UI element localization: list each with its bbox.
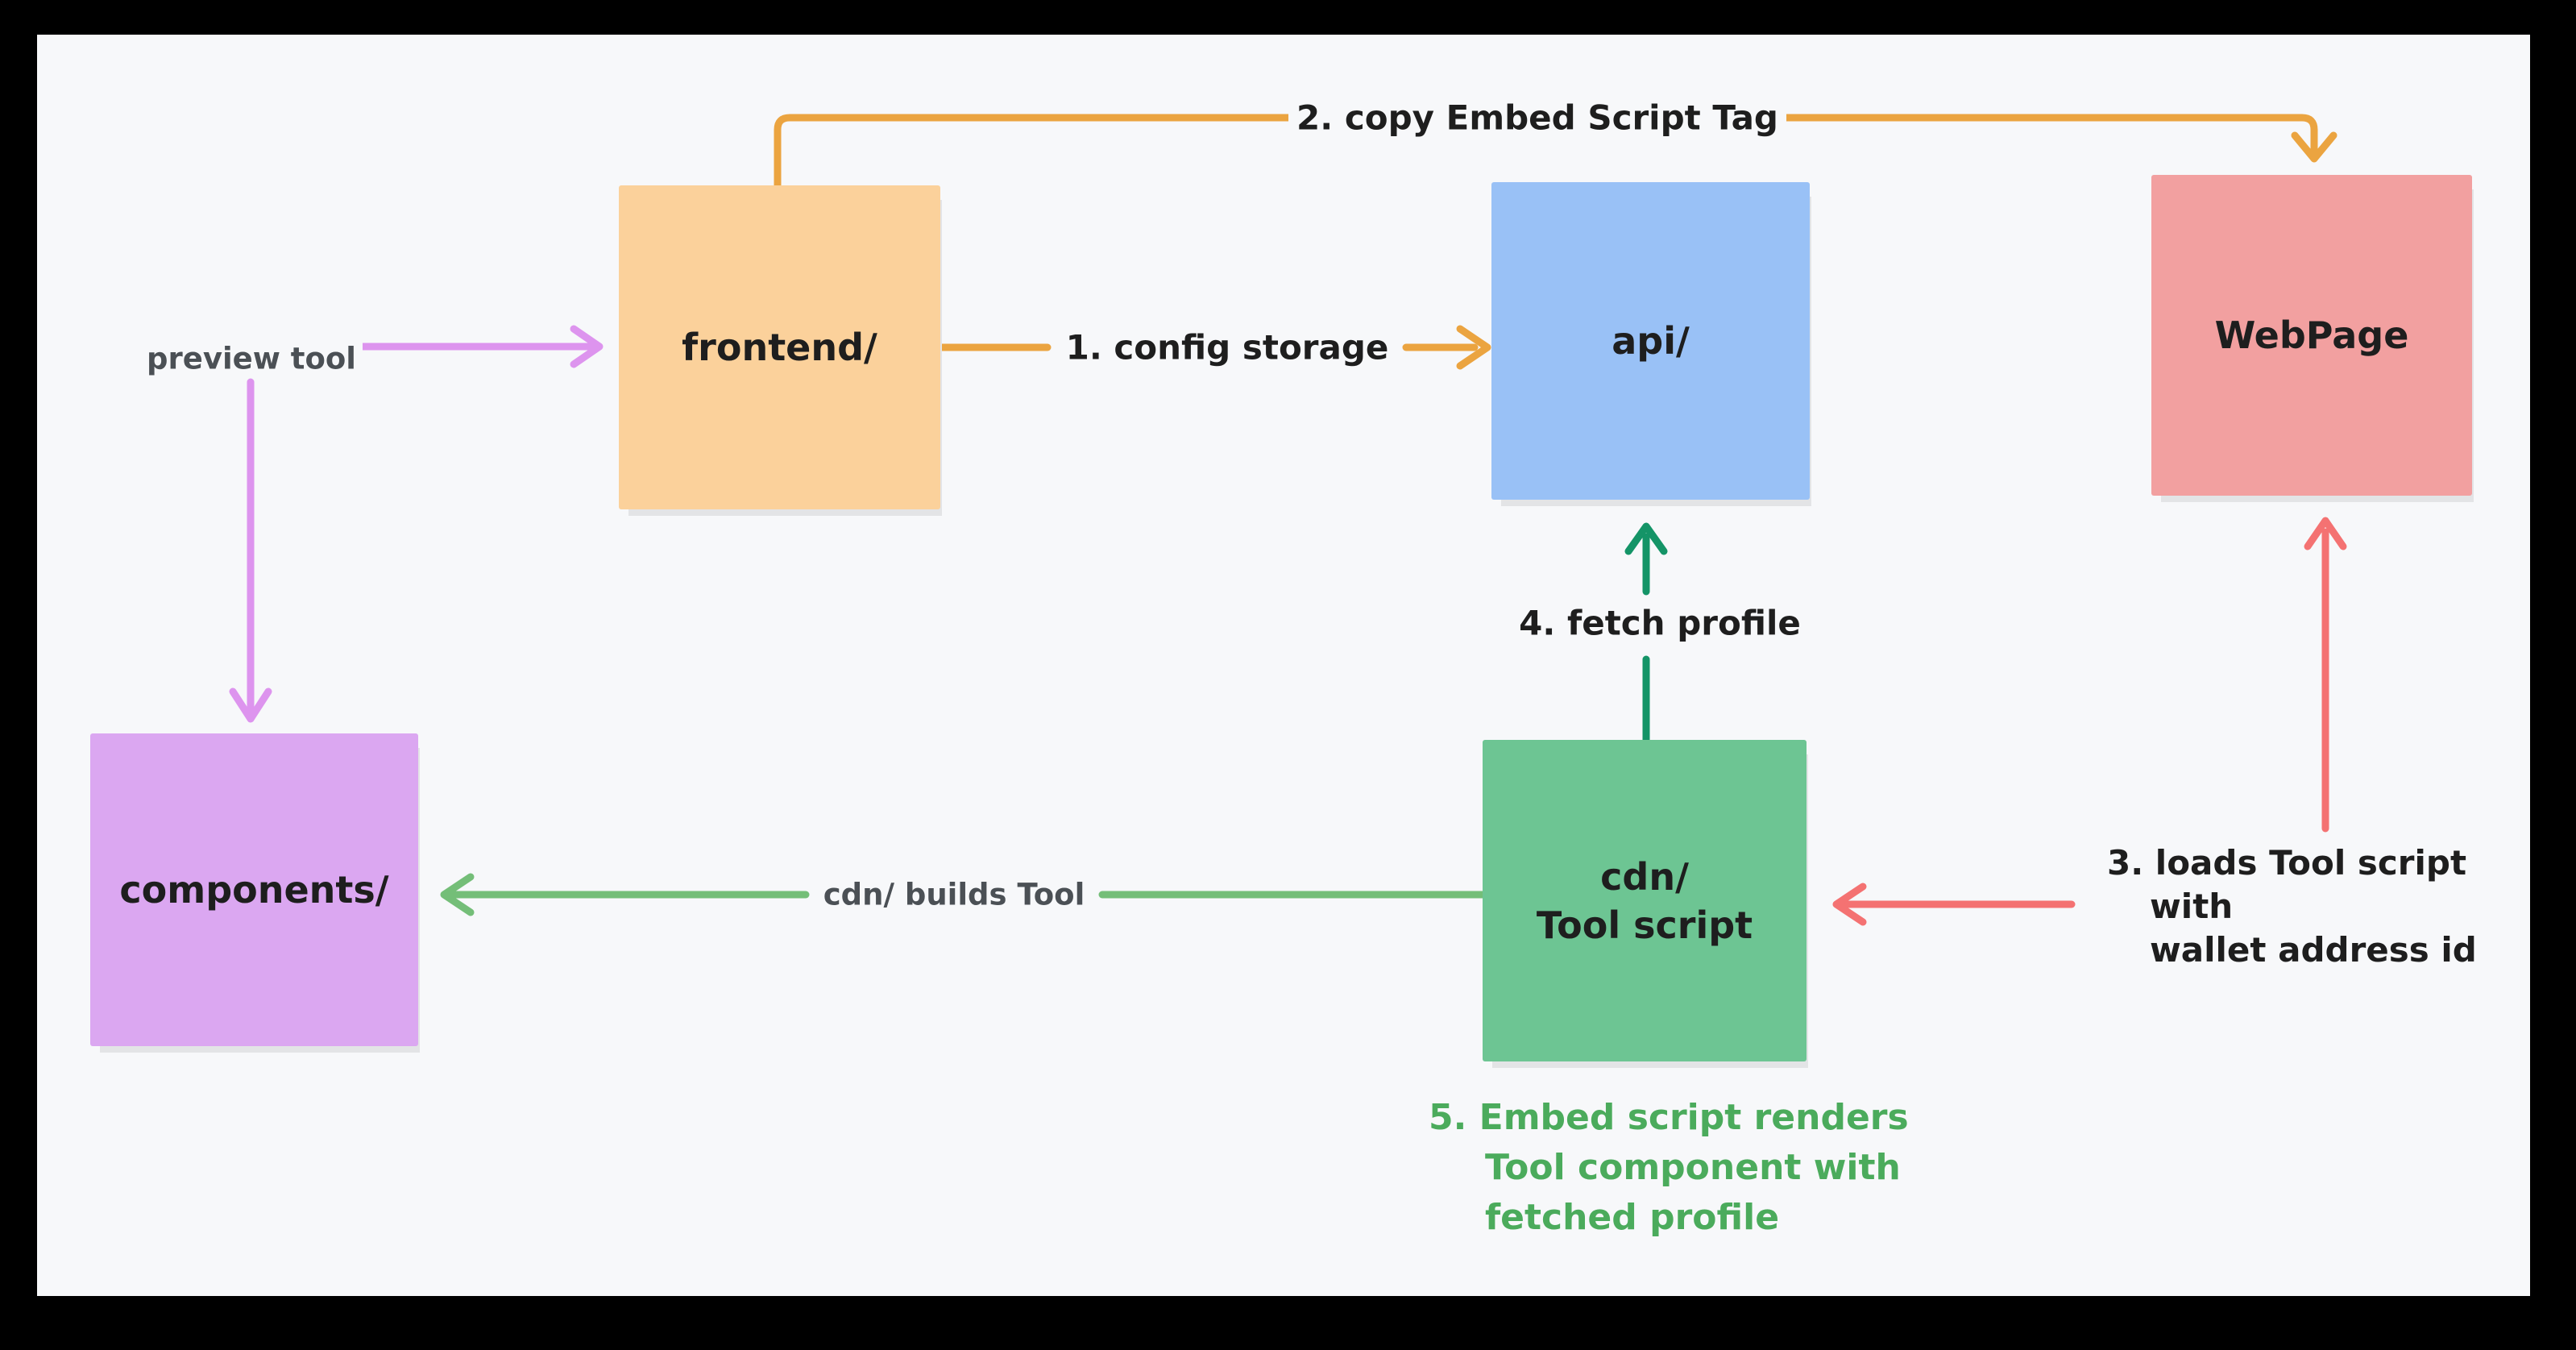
preview-tool-down-arrow[interactable] [229, 378, 272, 723]
note-step5-line2: Tool component with [1485, 1147, 1901, 1188]
note-step5-line1: 5. Embed script renders [1429, 1097, 1909, 1138]
note-step5: 5. Embed script renders Tool component w… [1429, 1093, 1909, 1243]
loads-tool-label: 3. loads Tool script with wallet address… [2107, 841, 2477, 972]
fetch-profile-label: 4. fetch profile [1511, 603, 1809, 643]
copy-embed-arrow[interactable] [774, 114, 2337, 192]
webpage-box[interactable]: WebPage [2151, 175, 2472, 496]
cdn-box-label: cdn/ Tool script [1537, 853, 1753, 949]
preview-tool-label: preview tool [140, 341, 363, 376]
api-box[interactable]: api/ [1491, 182, 1810, 500]
components-box[interactable]: components/ [90, 733, 418, 1046]
frontend-box[interactable]: frontend/ [619, 185, 940, 509]
loads-tool-label-line3: wallet address id [2150, 930, 2477, 970]
preview-tool-arrow[interactable] [349, 325, 604, 368]
loads-tool-label-line2: with [2150, 887, 2234, 926]
api-box-label: api/ [1612, 319, 1690, 363]
note-step5-line3: fetched profile [1485, 1197, 1780, 1238]
components-box-label: components/ [119, 868, 389, 912]
cdn-box[interactable]: cdn/ Tool script [1483, 740, 1807, 1061]
fetch-profile-arrow[interactable] [1624, 522, 1668, 744]
webpage-box-label: WebPage [2214, 314, 2409, 357]
loads-tool-up-arrow[interactable] [2304, 517, 2347, 833]
loads-tool-left-arrow[interactable] [1832, 883, 2076, 926]
cdn-builds-label: cdn/ builds Tool [816, 877, 1092, 912]
cdn-box-label-line2: Tool script [1536, 903, 1753, 947]
loads-tool-label-line1: 3. loads Tool script [2107, 843, 2467, 883]
cdn-builds-arrow[interactable] [440, 873, 1487, 916]
config-storage-arrow[interactable] [936, 325, 1491, 370]
cdn-box-label-line1: cdn/ [1600, 854, 1689, 899]
frontend-box-label: frontend/ [682, 326, 877, 369]
copy-embed-label: 2. copy Embed Script Tag [1288, 98, 1786, 138]
config-storage-label: 1. config storage [1057, 327, 1397, 368]
diagram-canvas [37, 35, 2530, 1296]
